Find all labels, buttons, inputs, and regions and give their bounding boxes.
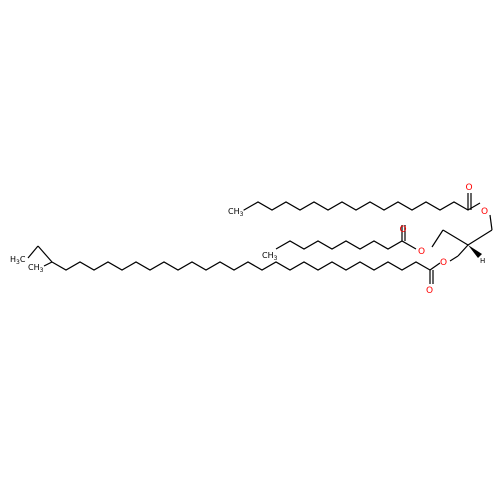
branch-ethyl-bond-2 bbox=[27, 245, 39, 259]
bottom-chain-link bbox=[429, 262, 441, 271]
top-ester-bond-2 bbox=[489, 214, 493, 231]
branch-ethyl-bond-1 bbox=[37, 245, 53, 263]
glycerol-backbone bbox=[442, 229, 493, 257]
ch3-top-label: CH3 bbox=[228, 207, 244, 218]
middle-carbonyl-oxygen: O bbox=[400, 225, 407, 235]
branch-methyl-bond bbox=[43, 261, 53, 267]
middle-ester-oxygen: O bbox=[418, 247, 425, 257]
ch3-middle-label: CH3 bbox=[262, 251, 278, 262]
bottom-ester-bond bbox=[449, 255, 459, 262]
stereo-wedge bbox=[468, 245, 482, 258]
stereo-hydrogen: H bbox=[480, 257, 485, 265]
top-carbonyl-oxygen: O bbox=[466, 183, 473, 193]
middle-acyl-chain bbox=[275, 240, 417, 250]
top-acyl-chain bbox=[243, 201, 469, 211]
top-ester-oxygen: O bbox=[481, 207, 488, 217]
top-chain-bonds bbox=[243, 201, 469, 211]
bottom-acyl-chain bbox=[27, 245, 431, 271]
middle-ester-bond bbox=[431, 229, 444, 248]
bottom-carbonyl-oxygen: O bbox=[426, 286, 433, 296]
middle-chain-bonds bbox=[275, 240, 417, 250]
top-ester-bond-1 bbox=[467, 202, 481, 211]
bottom-chain-bonds bbox=[51, 261, 431, 271]
h3c-left-label: H3C bbox=[10, 255, 26, 266]
bottom-ester-oxygen: O bbox=[440, 258, 447, 268]
ch3-branch-label: CH3 bbox=[28, 263, 44, 274]
